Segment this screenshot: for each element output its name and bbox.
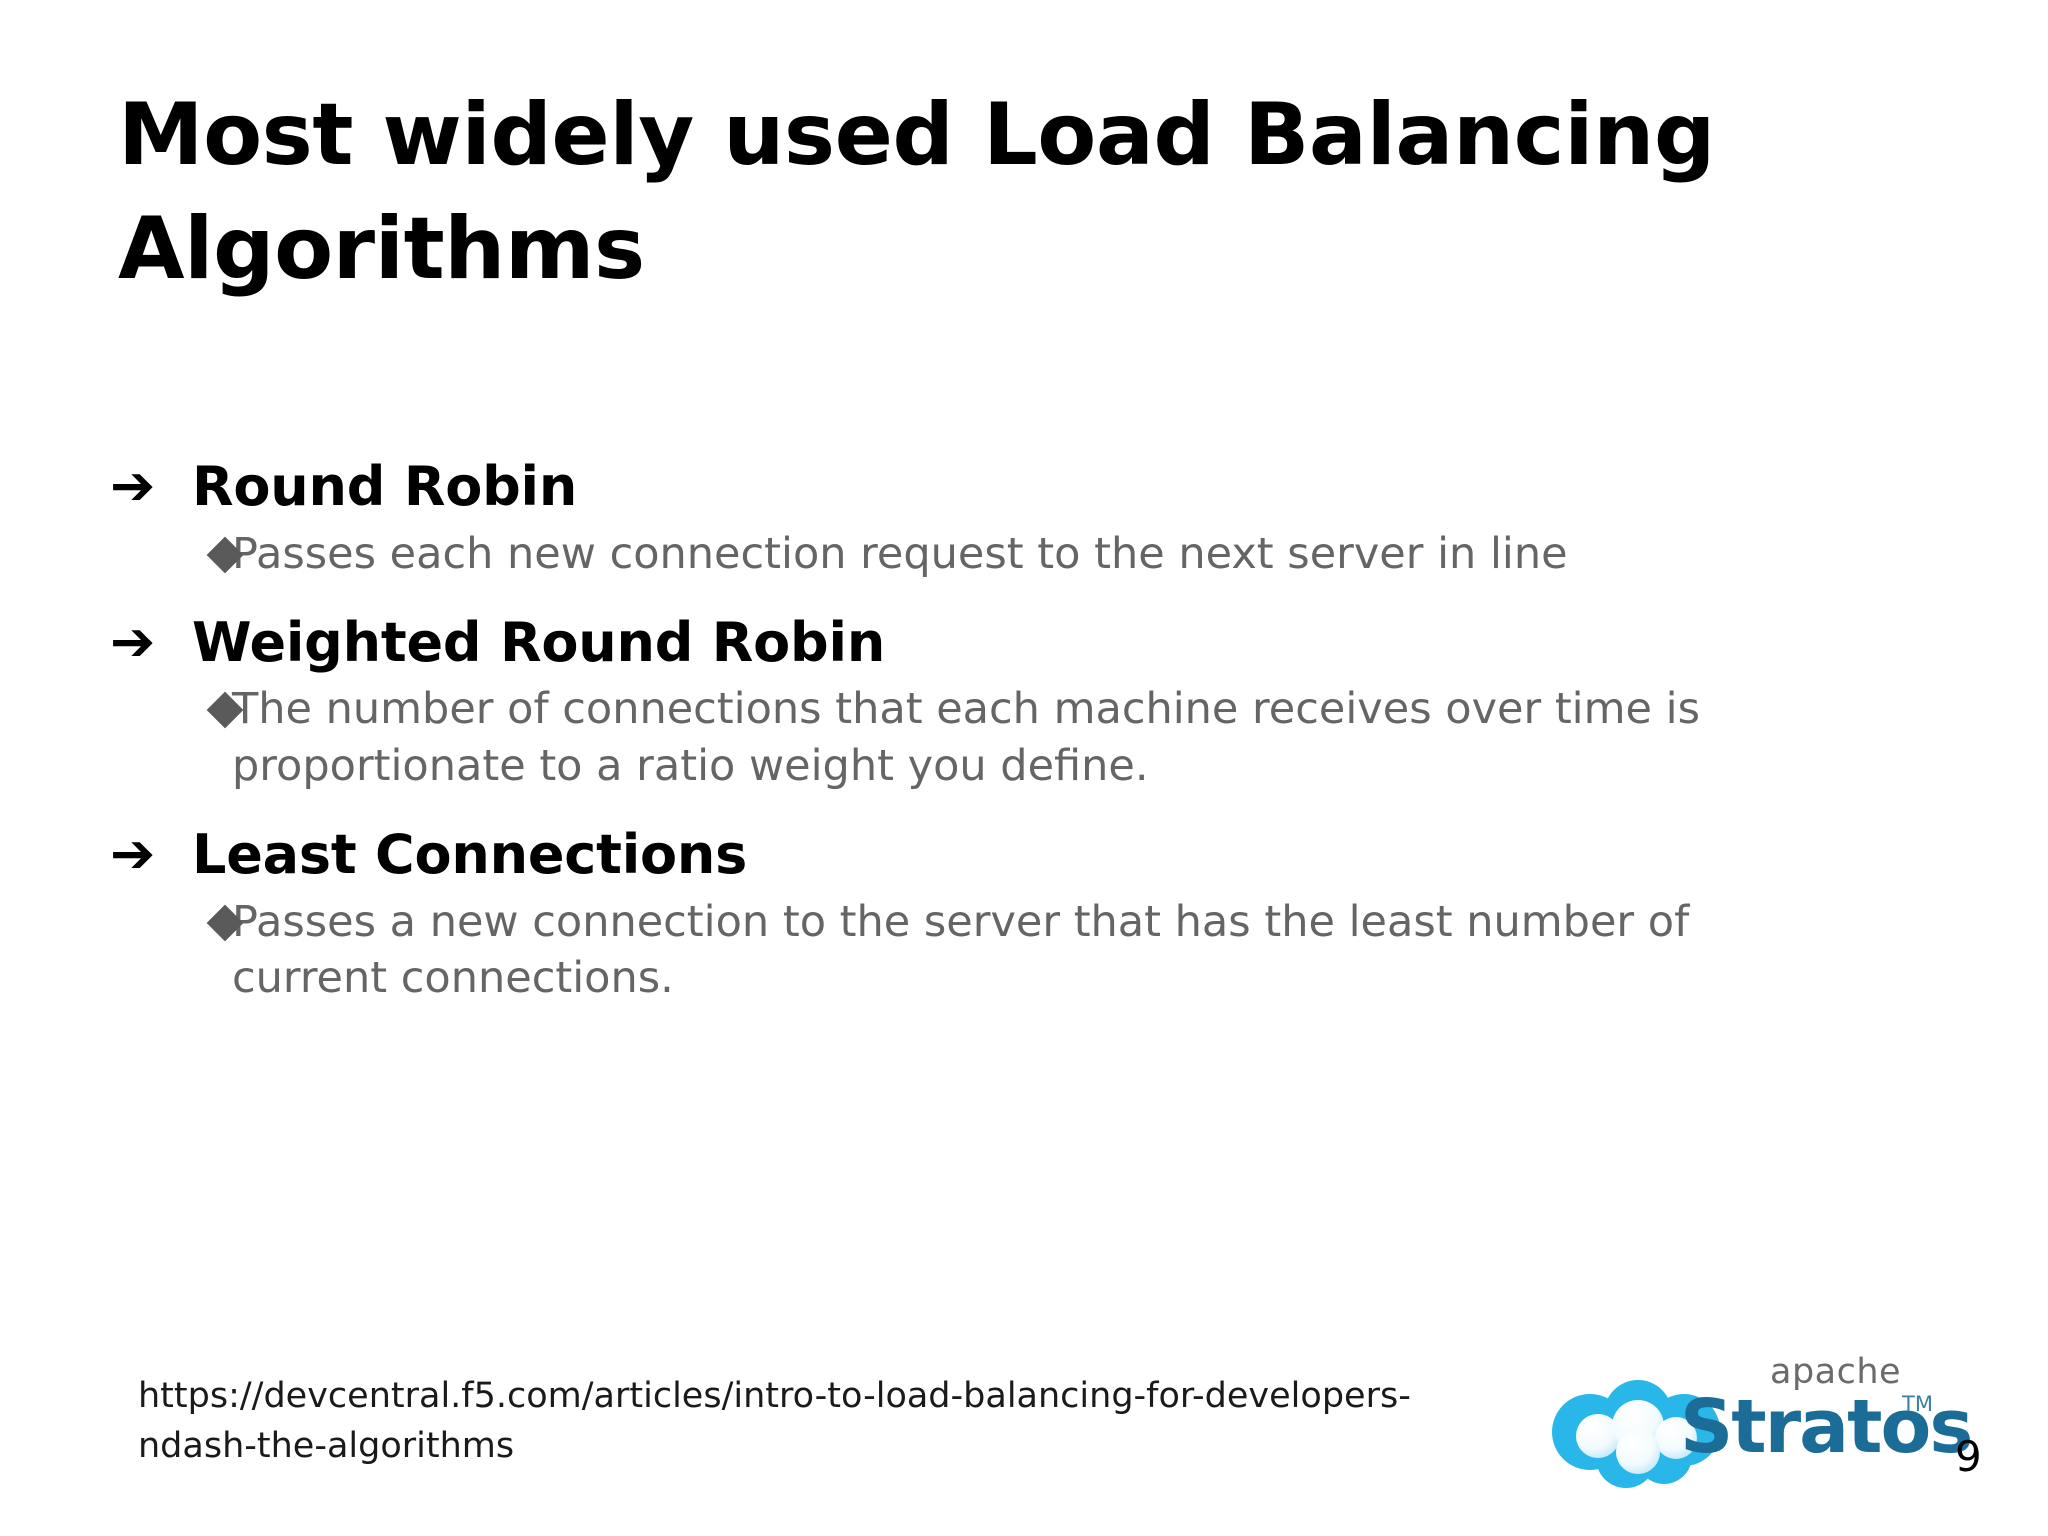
list-item: ➔ Round Robin Passes each new connection… xyxy=(100,454,1970,583)
page-number: 9 xyxy=(1955,1432,1982,1481)
logo-trademark-label: TM xyxy=(1902,1392,1933,1416)
arrow-bullet-icon: ➔ xyxy=(110,454,156,517)
diamond-bullet-icon xyxy=(100,526,244,574)
algorithm-heading-label: Weighted Round Robin xyxy=(192,610,886,674)
diamond-bullet-icon xyxy=(100,681,244,729)
source-url-text: https://devcentral.f5.com/articles/intro… xyxy=(138,1376,1411,1466)
algorithm-detail-label: Passes each new connection request to th… xyxy=(232,528,1568,579)
algorithm-heading-label: Round Robin xyxy=(192,455,578,518)
algorithm-detail-row: Passes a new connection to the server th… xyxy=(100,894,1970,1008)
algorithm-heading-row: ➔ Round Robin xyxy=(100,454,1970,520)
logo-apache-label: apache xyxy=(1770,1352,1902,1392)
algorithm-detail-label: Passes a new connection to the server th… xyxy=(232,896,1690,1004)
algorithm-heading-row: ➔ Weighted Round Robin xyxy=(100,609,1970,676)
list-item: ➔ Weighted Round Robin The number of con… xyxy=(100,609,1970,795)
algorithm-detail-row: The number of connections that each mach… xyxy=(100,681,1970,795)
diamond-bullet-icon xyxy=(100,894,244,942)
arrow-bullet-icon: ➔ xyxy=(110,821,156,885)
page-title: Most widely used Load Balancing Algorith… xyxy=(118,85,1715,300)
arrow-bullet-icon: ➔ xyxy=(110,609,156,673)
algorithm-detail-row: Passes each new connection request to th… xyxy=(100,526,1970,583)
logo-stratos-label: Stratos xyxy=(1680,1384,1973,1470)
algorithm-heading-row: ➔ Least Connections xyxy=(100,821,1970,888)
algorithm-heading-label: Least Connections xyxy=(192,822,748,886)
cloud-icon xyxy=(1552,1380,1720,1488)
apache-stratos-logo: apache Stratos TM xyxy=(1552,1352,1973,1497)
algorithm-list: ➔ Round Robin Passes each new connection… xyxy=(100,454,1970,1035)
algorithm-detail-label: The number of connections that each mach… xyxy=(232,684,1700,792)
list-item: ➔ Least Connections Passes a new connect… xyxy=(100,821,1970,1008)
